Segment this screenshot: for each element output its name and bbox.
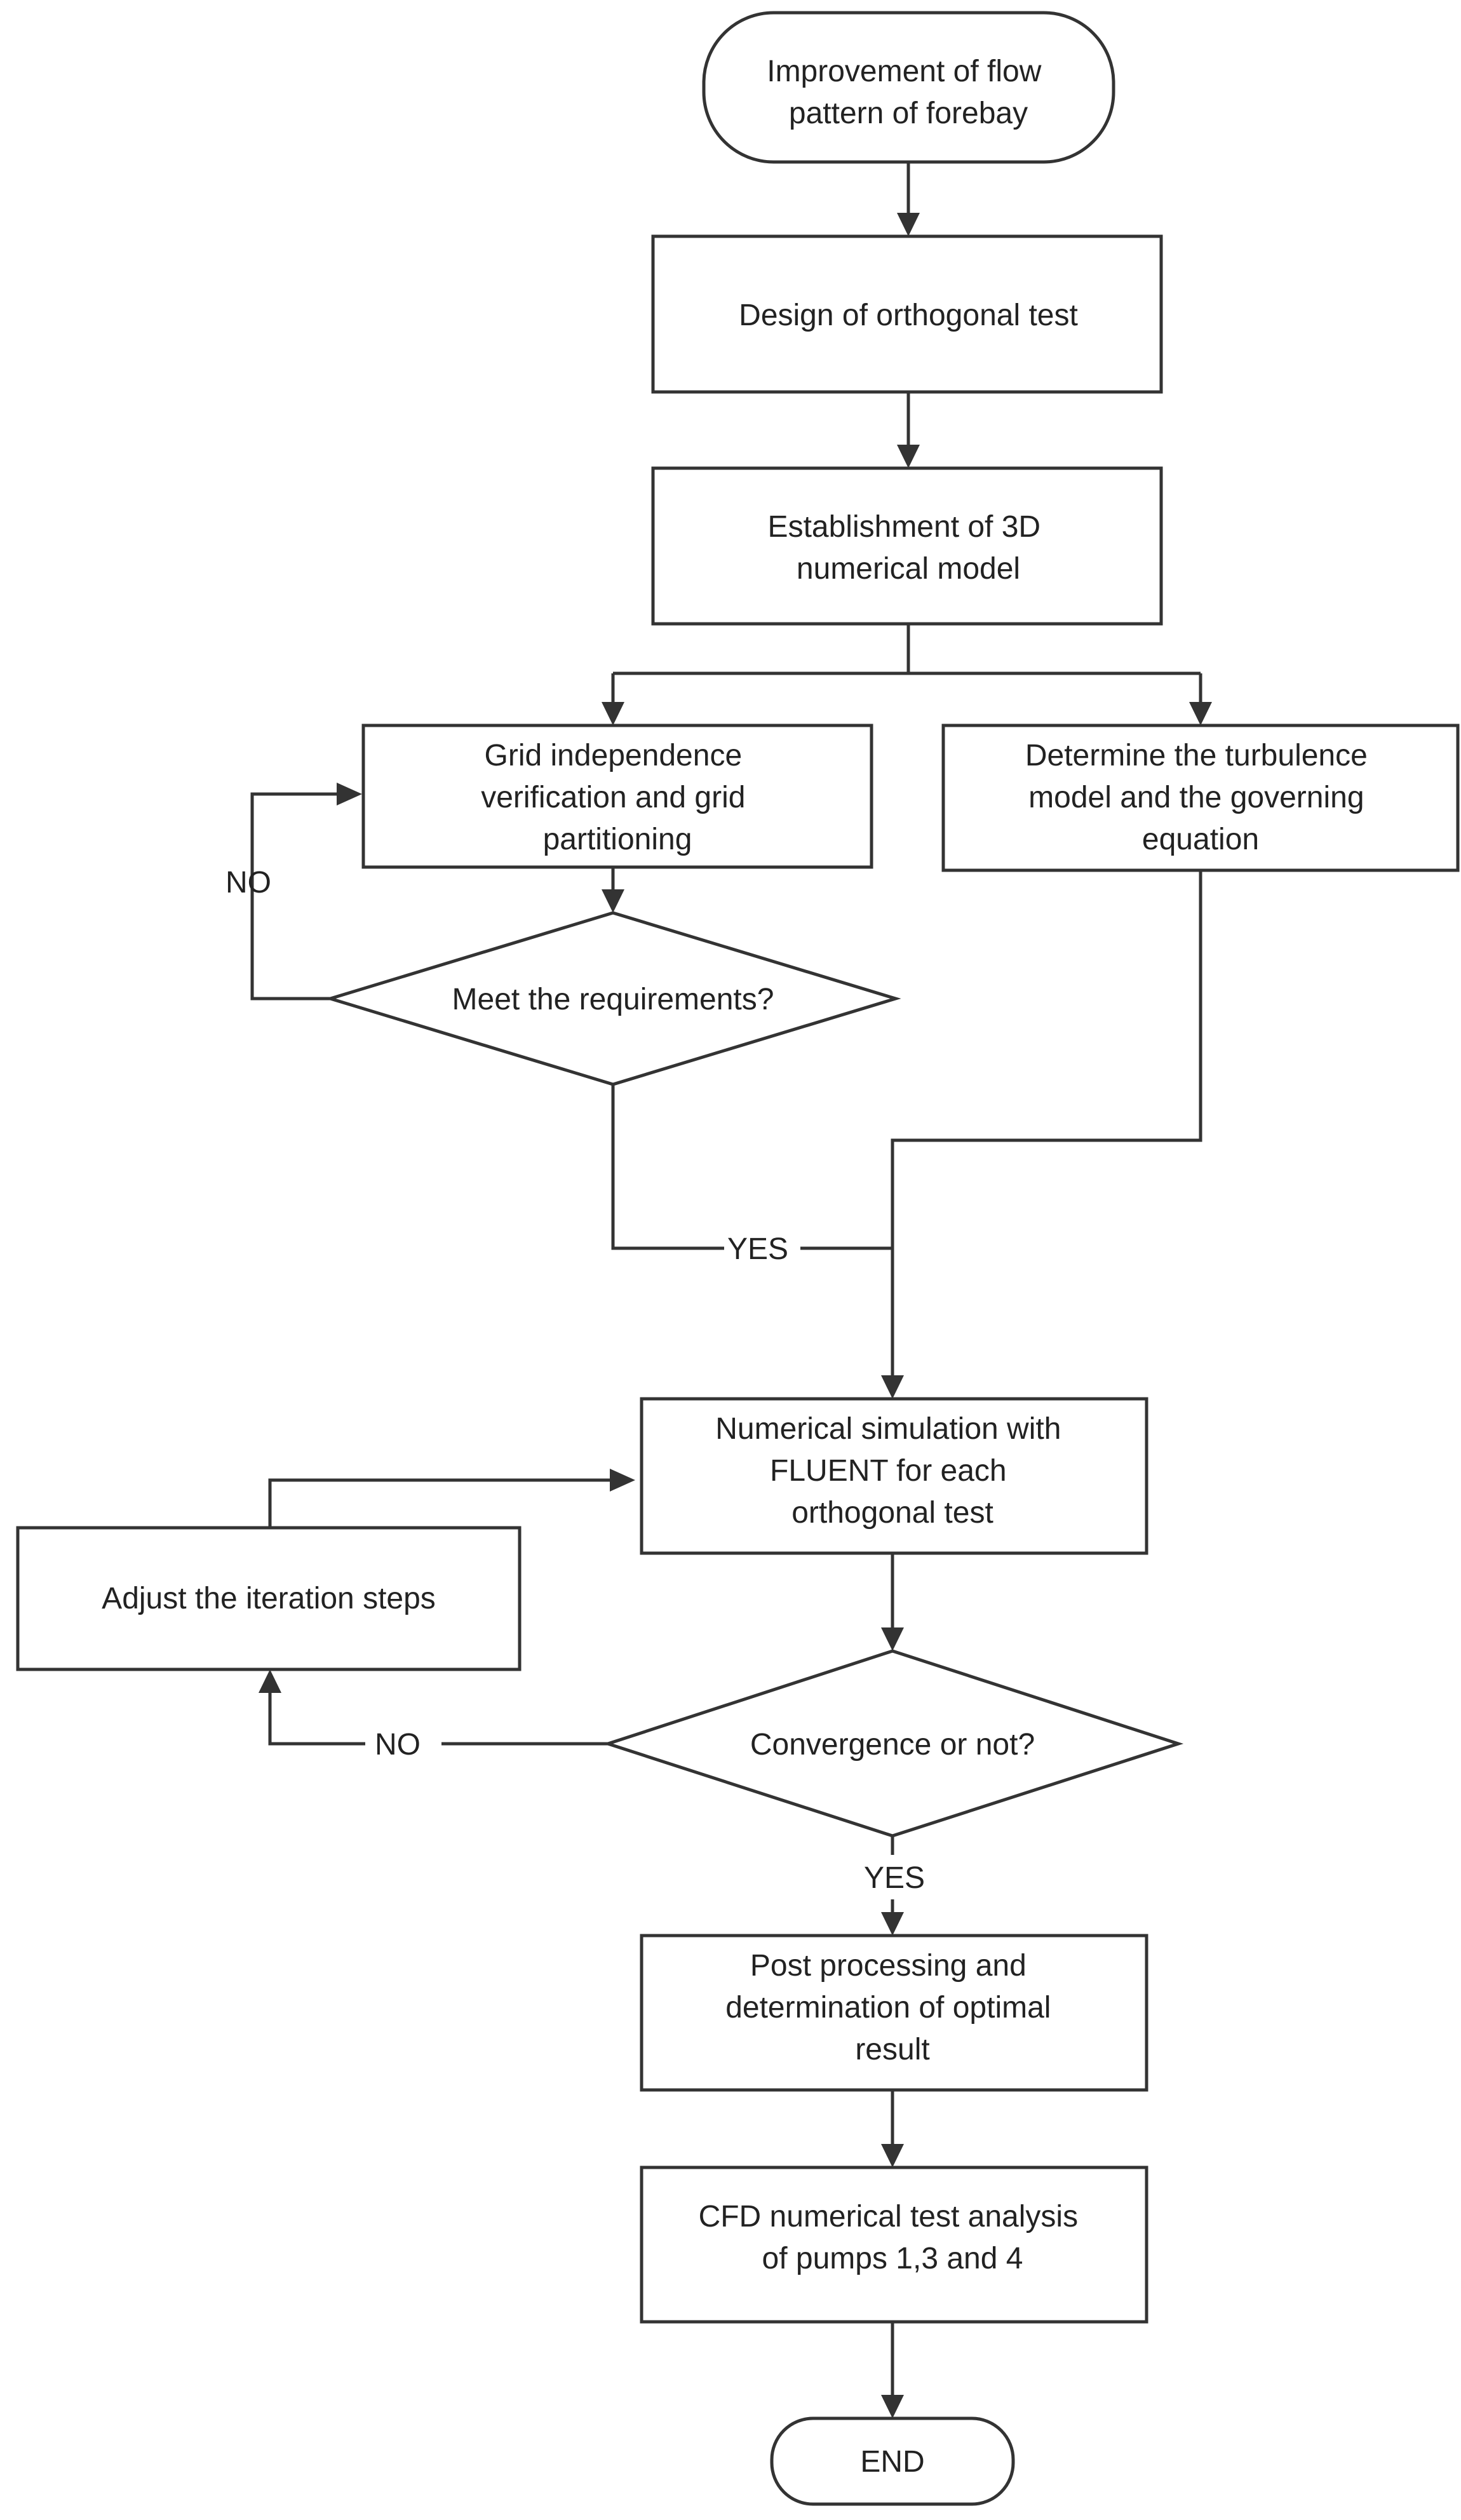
arrowhead-model: [897, 445, 920, 468]
arrowhead-meet: [602, 889, 624, 913]
arrowhead-end: [881, 2395, 904, 2418]
connectors: [250, 162, 1212, 2418]
edge-label-conv-yes: YES: [864, 1861, 925, 1895]
node-turbulence: Determine the turbulence model and the g…: [941, 724, 1460, 872]
node-end-line-1: END: [860, 2445, 924, 2479]
arrowhead-post: [881, 1912, 904, 1936]
node-simulation-line-3: orthogonal test: [791, 1496, 993, 1530]
node-design-line-1: Design of orthogonal test: [739, 299, 1078, 332]
svg-text:END: END: [860, 2445, 924, 2479]
node-design: Design of orthogonal test: [651, 234, 1163, 394]
node-simulation-line-1: Numerical simulation with: [715, 1412, 1061, 1446]
node-start-line-2: pattern of forebay: [789, 97, 1028, 130]
node-simulation-line-2: FLUENT for each: [770, 1454, 1007, 1488]
node-grid-line-2: verification and grid: [481, 781, 745, 814]
node-cfd-line-2: of pumps 1,3 and 4: [762, 2242, 1023, 2275]
svg-text:Numerical simulation with: Numerical simulation with FLUENT for eac…: [715, 1412, 1070, 1530]
edge-conv-no-2: [268, 1693, 365, 1746]
node-post-line-2: determination of optimal: [725, 1991, 1051, 2025]
node-grid-line-1: Grid independence: [485, 739, 743, 772]
arrowhead-convergence: [881, 1627, 904, 1651]
arrowhead-simulation: [881, 1375, 904, 1399]
node-convergence: Convergence or not?: [602, 1649, 1184, 1838]
node-cfd: CFD numerical test analysis of pumps 1,3…: [640, 2166, 1148, 2324]
node-adjust-line-1: Adjust the iteration steps: [102, 1582, 436, 1615]
arrowhead-simulation-loop: [610, 1469, 635, 1492]
svg-text:Meet the requirements?: Meet the requirements?: [452, 983, 774, 1016]
svg-text:CFD numerical test analysis: CFD numerical test analysis of pumps 1,3…: [699, 2200, 1087, 2275]
node-simulation: Numerical simulation with FLUENT for eac…: [640, 1397, 1148, 1555]
arrowhead-adjust: [259, 1669, 281, 1693]
arrowhead-turbulence: [1189, 702, 1212, 725]
node-model-line-2: numerical model: [797, 552, 1020, 586]
node-start: Improvement of flow pattern of forebay: [702, 11, 1115, 164]
node-turbulence-line-1: Determine the turbulence: [1025, 739, 1368, 772]
node-turbulence-line-2: model and the governing: [1028, 781, 1364, 814]
node-cfd-line-1: CFD numerical test analysis: [699, 2200, 1079, 2234]
edge-label-conv-no: NO: [375, 1728, 421, 1762]
node-model: Establishment of 3D numerical model: [651, 466, 1163, 626]
edge-meet-yes: [611, 1084, 724, 1250]
edge-meet-no-loop: [250, 792, 337, 1001]
node-post-line-1: Post processing and: [750, 1949, 1027, 1983]
svg-text:Post processing and dete: Post processing and determination of opt…: [725, 1949, 1060, 2066]
arrowhead-grid-loop: [337, 783, 362, 805]
arrowhead-grid: [602, 702, 624, 725]
svg-text:Design of orthogonal test: Design of orthogonal test: [739, 299, 1078, 332]
node-adjust: Adjust the iteration steps: [16, 1526, 522, 1671]
edge-label-meet-yes: YES: [727, 1232, 788, 1266]
svg-text:Grid independence verifi: Grid independence verification and grid …: [481, 739, 754, 856]
node-meet-line-1: Meet the requirements?: [452, 983, 774, 1016]
node-meet: Meet the requirements?: [325, 911, 901, 1086]
arrowhead-cfd: [881, 2144, 904, 2167]
node-convergence-line-1: Convergence or not?: [750, 1728, 1035, 1762]
node-model-line-1: Establishment of 3D: [768, 510, 1041, 544]
edge-label-meet-no: NO: [226, 866, 271, 900]
node-post: Post processing and determination of opt…: [640, 1934, 1148, 2092]
node-post-line-3: result: [855, 2033, 929, 2066]
svg-text:Establishment of 3D nume: Establishment of 3D numerical model: [768, 510, 1049, 586]
arrowhead-design: [897, 213, 920, 236]
edge-adjust-to-simulation: [268, 1478, 610, 1528]
edge-turbulence-merge: [891, 870, 1202, 1375]
node-grid: Grid independence verification and grid …: [361, 724, 873, 869]
node-grid-line-3: partitioning: [543, 823, 692, 856]
node-start-line-1: Improvement of flow: [767, 55, 1042, 88]
node-turbulence-line-3: equation: [1142, 823, 1259, 856]
node-end: END: [770, 2416, 1015, 2506]
svg-text:Convergence or not?: Convergence or not?: [750, 1728, 1035, 1762]
svg-text:Improvement of flow patt: Improvement of flow pattern of forebay: [767, 55, 1050, 130]
svg-text:Determine the turbulence: Determine the turbulence model and the g…: [1025, 739, 1376, 856]
svg-text:Adjust the iteration steps: Adjust the iteration steps: [102, 1582, 436, 1615]
